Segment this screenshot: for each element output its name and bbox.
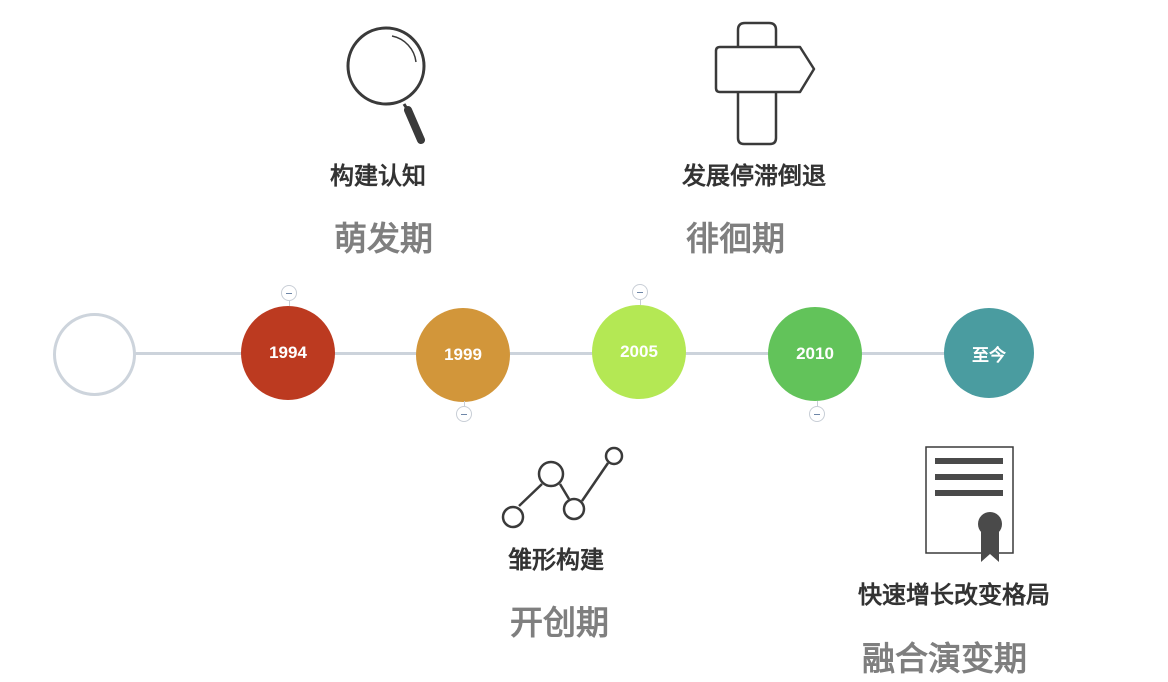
stage-description-4: 快速增长改变格局 [858,581,1050,609]
stage-phase-4: 融合演变期 [862,639,1027,678]
stage-phase-2: 开创期 [510,603,609,642]
node-label: 1994 [269,343,307,362]
timeline-node-2005[interactable]: 2005 [592,305,686,399]
stage-description-3: 发展停滞倒退 [682,162,826,190]
timeline-node-1999[interactable]: 1999 [416,308,510,402]
collapse-toggle-1999[interactable] [456,401,472,422]
node-label: 1999 [444,345,482,364]
node-label: 2005 [620,342,658,361]
signpost-icon [714,21,816,146]
certificate-icon [925,446,1014,562]
timeline-node-1994[interactable]: 1994 [241,306,335,400]
stage-phase-3: 徘徊期 [686,219,785,258]
collapse-toggle-2005[interactable] [632,284,648,305]
magnifier-icon [346,26,426,144]
timeline-node-present[interactable]: 至今 [944,308,1034,398]
collapse-toggle-2010[interactable] [809,401,825,422]
timeline-node-2010[interactable]: 2010 [768,307,862,401]
collapse-toggle-1994[interactable] [281,285,297,306]
stage-description-2: 雏形构建 [508,546,604,574]
timeline-start-circle [53,313,136,396]
stage-description-1: 构建认知 [330,162,426,190]
line-chart-icon [501,446,624,529]
node-label: 至今 [972,345,1006,365]
node-label: 2010 [796,344,834,363]
stage-phase-1: 萌发期 [334,219,433,258]
timeline-line [92,352,992,355]
